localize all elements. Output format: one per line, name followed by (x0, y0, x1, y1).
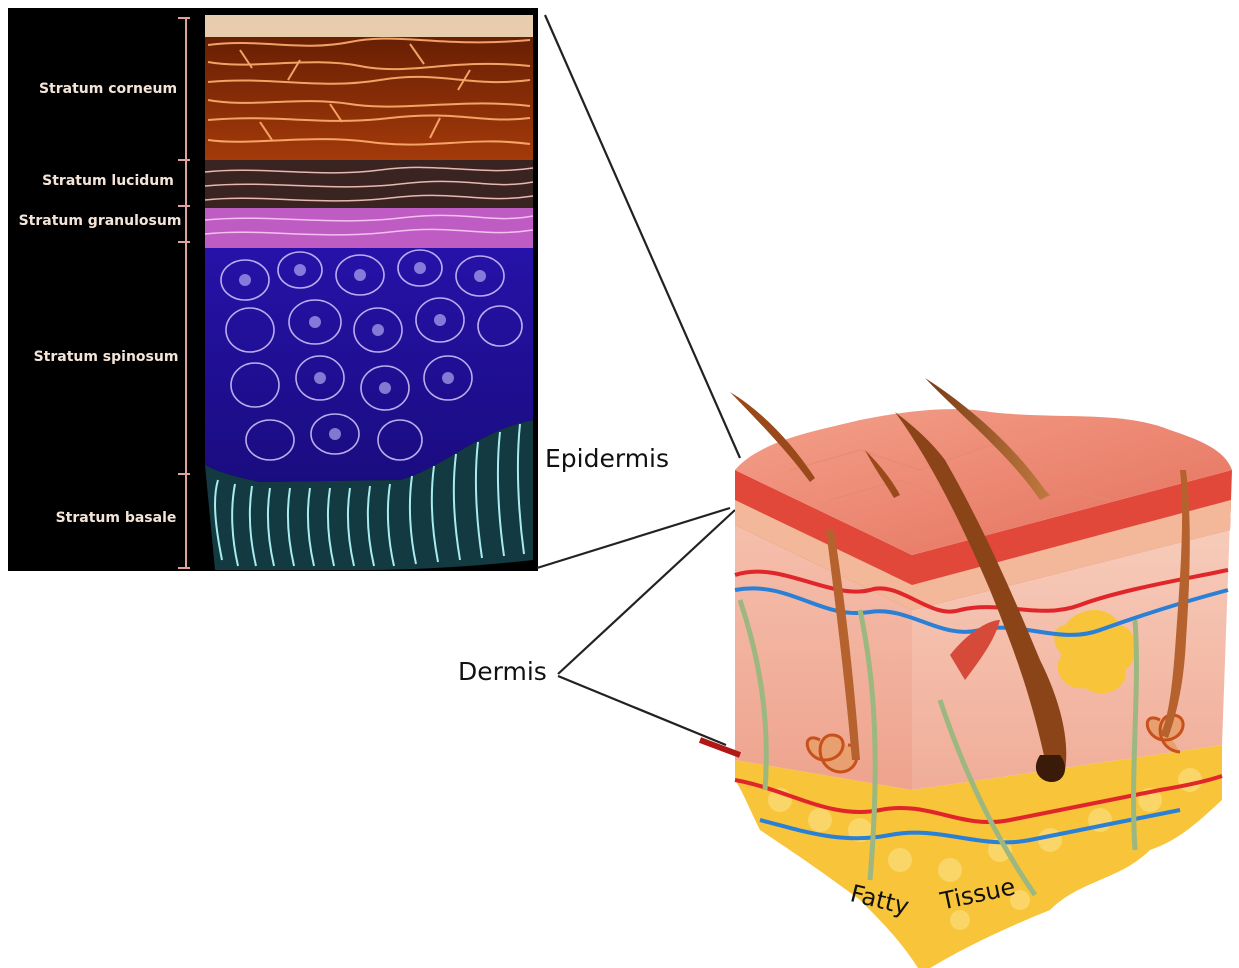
label-stratum-spinosum: Stratum spinosum (14, 349, 198, 365)
label-stratum-granulosum: Stratum granulosum (8, 213, 192, 229)
label-stratum-basale: Stratum basale (24, 510, 208, 526)
epidermis-bottom-line (537, 508, 730, 568)
dermis-label: Dermis (458, 657, 547, 686)
stratum-granulosum-region (205, 208, 533, 248)
callout-lines (537, 15, 740, 745)
label-stratum-corneum: Stratum corneum (16, 81, 200, 97)
skin-block (700, 378, 1232, 968)
label-stratum-lucidum: Stratum lucidum (16, 173, 200, 189)
epidermis-top-line (545, 15, 740, 458)
epidermis-label: Epidermis (545, 444, 669, 473)
dermis-lower-line (558, 676, 726, 745)
